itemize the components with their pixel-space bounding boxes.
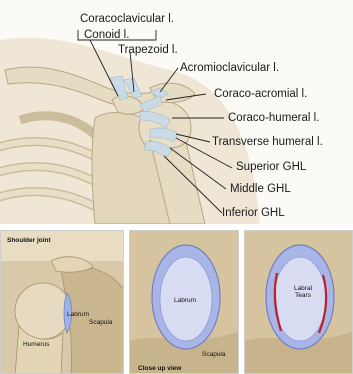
label-labral-tears: Labral Tears — [289, 285, 317, 299]
label-middle-ghl: Middle GHL — [230, 184, 291, 196]
label-humerus: Humerus — [23, 341, 49, 348]
label-trapezoid: Trapezoid l. — [118, 45, 178, 57]
label-scapula: Scapula — [89, 319, 113, 326]
label-inferior-ghl: Inferior GHL — [222, 208, 285, 220]
panel-labral-tears: Labral Tears — [244, 230, 353, 374]
ligament-illustration: Coracoclavicular l. Conoid l. Trapezoid … — [0, 0, 353, 224]
label-superior-ghl: Superior GHL — [236, 162, 306, 174]
label-labrum: Labrum — [67, 311, 89, 318]
closeup-caption: Close up view — [138, 365, 181, 372]
label-acromioclavicular: Acromioclavicular l. — [180, 63, 279, 75]
closeup-label-labrum: Labrum — [174, 297, 196, 304]
closeup-label-scapula: Scapula — [202, 351, 226, 358]
label-coraco-acromial: Coraco-acromial l. — [214, 89, 307, 101]
label-conoid: Conoid l. — [84, 30, 129, 42]
shoulder-joint-title: Shoulder joint — [7, 237, 51, 244]
label-transverse-humeral: Transverse humeral l. — [212, 137, 323, 149]
label-coraco-humeral: Coraco-humeral l. — [228, 113, 319, 125]
panel-closeup: Labrum Scapula Close up view — [129, 230, 239, 374]
panel-shoulder-joint: Shoulder joint Labrum Scapula Humerus — [0, 230, 124, 374]
label-coracoclavicular: Coracoclavicular l. — [80, 14, 174, 26]
